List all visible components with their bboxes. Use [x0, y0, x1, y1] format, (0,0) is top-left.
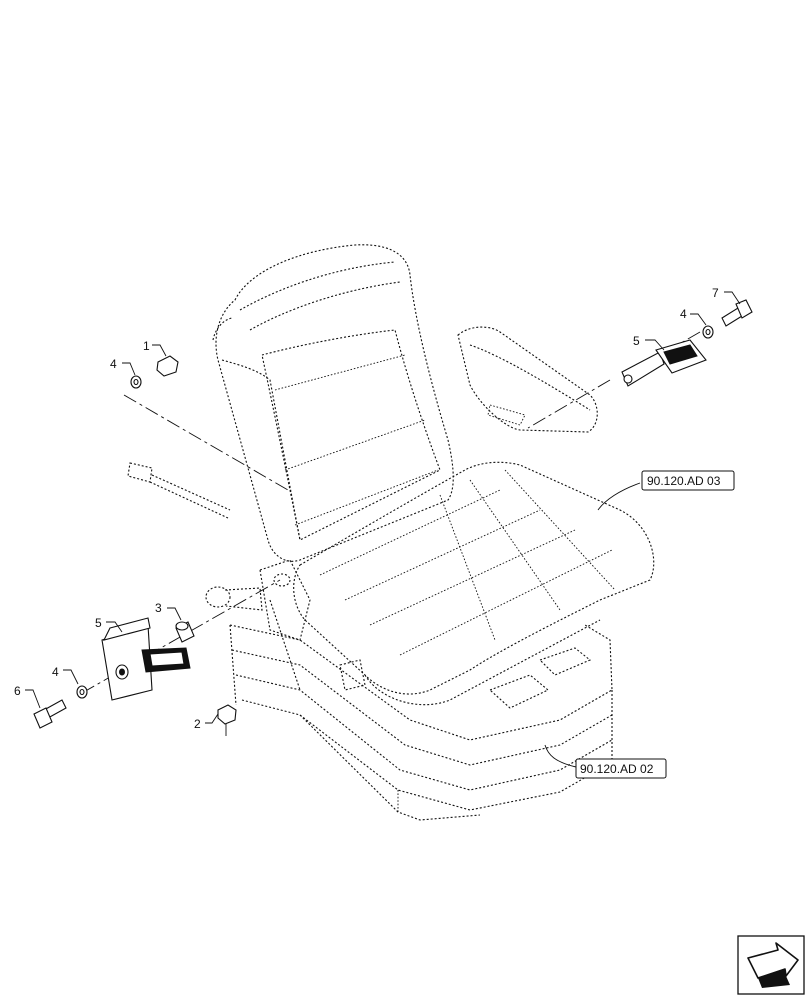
callout-1: 1 [143, 339, 150, 353]
installation-centerlines [81, 331, 701, 740]
callout-5-right: 5 [633, 334, 640, 348]
callout-2: 2 [194, 717, 201, 731]
callout-6: 6 [14, 684, 21, 698]
callout-leaders [25, 291, 741, 768]
callout-4-right: 4 [680, 307, 687, 321]
nut-left-upper [156, 355, 179, 377]
bolt-left [33, 699, 67, 729]
reference-label: 90.120.AD 02 [580, 762, 654, 776]
washer-left-lower [76, 685, 88, 699]
washer-left-upper [130, 375, 142, 389]
bolt-right [721, 299, 753, 327]
callout-4-lower-left: 4 [52, 665, 59, 679]
nut-left-lower [217, 704, 237, 725]
reference-link-suspension[interactable]: 90.120.AD 02 [575, 758, 667, 779]
callout-3: 3 [155, 601, 162, 615]
forward-arrow-icon[interactable] [737, 935, 805, 995]
callout-4-upper-left: 4 [110, 357, 117, 371]
callout-7: 7 [712, 286, 719, 300]
callout-5-left: 5 [95, 616, 102, 630]
reference-label: 90.120.AD 03 [647, 474, 721, 488]
spacer-left [175, 621, 195, 643]
buckle-left [101, 617, 191, 701]
washer-right [702, 325, 714, 339]
reference-link-seat-cushion[interactable]: 90.120.AD 03 [641, 470, 735, 491]
operator-seat-outline [127, 244, 655, 821]
buckle-right [621, 339, 707, 387]
